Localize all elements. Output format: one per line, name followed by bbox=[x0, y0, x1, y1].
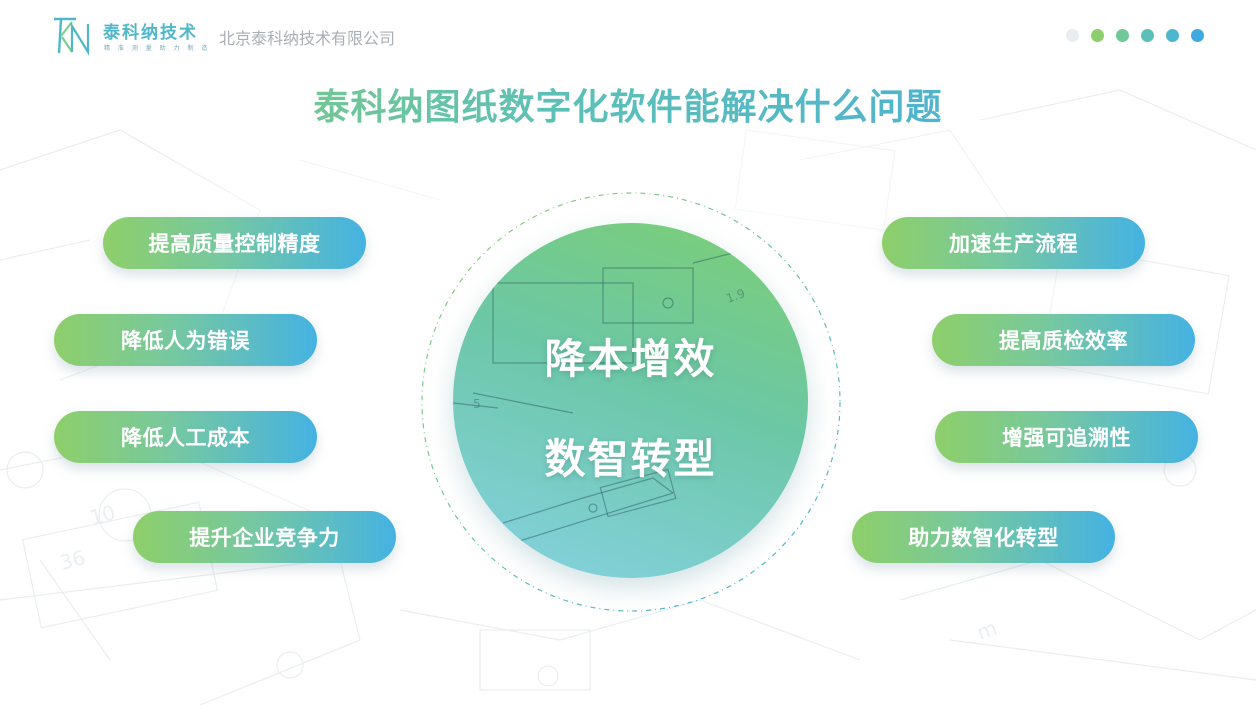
benefit-left-2: 降低人为错误 bbox=[54, 314, 317, 366]
benefit-right-1: 加速生产流程 bbox=[882, 217, 1145, 269]
benefit-left-4: 提升企业竞争力 bbox=[133, 511, 396, 563]
benefit-right-4: 助力数智化转型 bbox=[852, 511, 1115, 563]
page-title: 泰科纳图纸数字化软件能解决什么问题 bbox=[0, 78, 1256, 130]
page-dot[interactable] bbox=[1116, 29, 1129, 42]
page-dot[interactable] bbox=[1166, 29, 1179, 42]
company-name: 北京泰科纳技术有限公司 bbox=[219, 29, 396, 48]
benefit-left-3: 降低人工成本 bbox=[54, 411, 317, 463]
circle-drawing-overlay: 1.9 5 bbox=[453, 242, 774, 544]
benefit-right-3: 增强可追溯性 bbox=[935, 411, 1198, 463]
benefit-right-2: 提高质检效率 bbox=[932, 314, 1195, 366]
page-dot[interactable] bbox=[1191, 29, 1204, 42]
svg-text:1.9: 1.9 bbox=[724, 286, 747, 306]
center-line-1: 降本增效 bbox=[544, 335, 717, 383]
page-dot[interactable] bbox=[1091, 29, 1104, 42]
brand-name: 泰科纳技术 bbox=[103, 23, 198, 43]
page-dot[interactable] bbox=[1141, 29, 1154, 42]
svg-text:5: 5 bbox=[473, 397, 481, 411]
page-dot[interactable] bbox=[1066, 29, 1079, 42]
tekna-logo bbox=[54, 17, 90, 56]
page-indicator bbox=[1066, 29, 1204, 42]
dashed-ring bbox=[421, 192, 841, 612]
benefit-left-1: 提高质量控制精度 bbox=[103, 217, 366, 269]
center-circle: 1.9 5 bbox=[453, 223, 808, 578]
center-line-2: 数智转型 bbox=[544, 435, 717, 483]
brand-slogan: 精 准 测 量 助 力 制 造 bbox=[104, 45, 211, 52]
